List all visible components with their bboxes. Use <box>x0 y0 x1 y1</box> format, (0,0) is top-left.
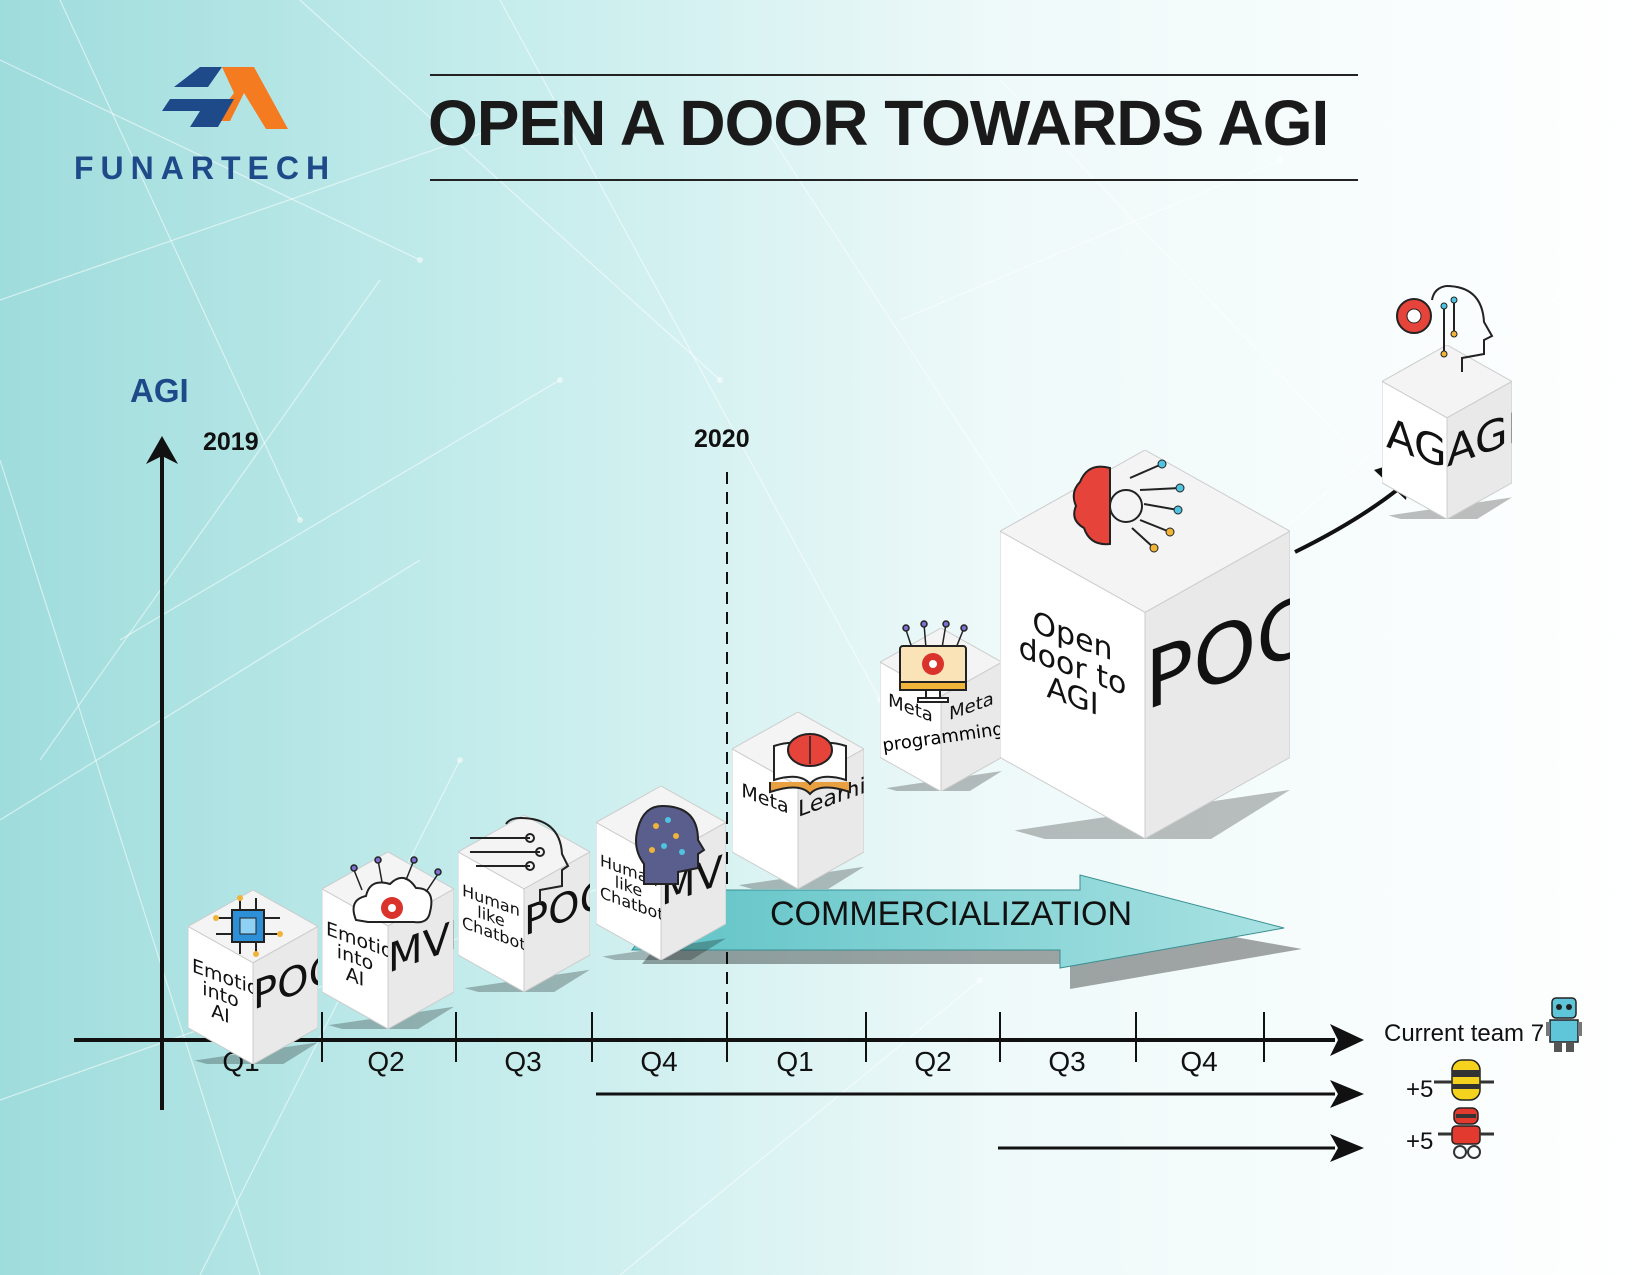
brain-gear-circuit-icon <box>1072 459 1185 553</box>
team-add-1-label: +5 <box>1406 1076 1434 1103</box>
chip-icon <box>213 895 283 957</box>
monitor-gear-icon <box>902 620 968 649</box>
vertical-axis-arrowhead <box>146 436 178 464</box>
quarter-2020-q4: Q4 <box>1180 1046 1218 1077</box>
agi-arrow <box>1294 484 1404 554</box>
robot-red-icon <box>1438 1107 1494 1159</box>
robot-yellow-icon <box>1434 1059 1494 1101</box>
team-add-2-label: +5 <box>1406 1128 1434 1155</box>
funartech-logo-icon <box>162 67 288 129</box>
commercialization-arrow <box>631 874 1302 989</box>
quarter-2020-q3: Q3 <box>1048 1046 1086 1077</box>
brand-name: FUNARTECH <box>74 150 337 186</box>
year-2020: 2020 <box>694 425 750 453</box>
robot-icon <box>1546 997 1582 1052</box>
brain-cloud-gear-icon <box>350 856 442 924</box>
quarter-2020-q1: Q1 <box>776 1046 814 1077</box>
quarter-2019-q2: Q2 <box>367 1046 405 1077</box>
ai-head-icon <box>635 804 706 885</box>
team-current-label: Current team 7 <box>1384 1020 1545 1047</box>
commercialization-label: COMMERCIALIZATION <box>770 895 1133 933</box>
year-2019: 2019 <box>203 428 259 456</box>
gear-head-icon <box>1396 285 1494 372</box>
circuit-head-icon <box>470 817 570 904</box>
title-rules <box>430 74 1358 181</box>
quarter-2019-q3: Q3 <box>504 1046 542 1077</box>
quarter-2020-q2: Q2 <box>914 1046 952 1077</box>
quarter-2019-q4: Q4 <box>640 1046 678 1077</box>
page-title: OPEN A DOOR TOWARDS AGI <box>428 87 1329 159</box>
horizontal-axis-arrowhead <box>1330 1024 1364 1056</box>
y-axis-label: AGI <box>130 372 189 409</box>
book-brain-icon <box>769 733 851 796</box>
